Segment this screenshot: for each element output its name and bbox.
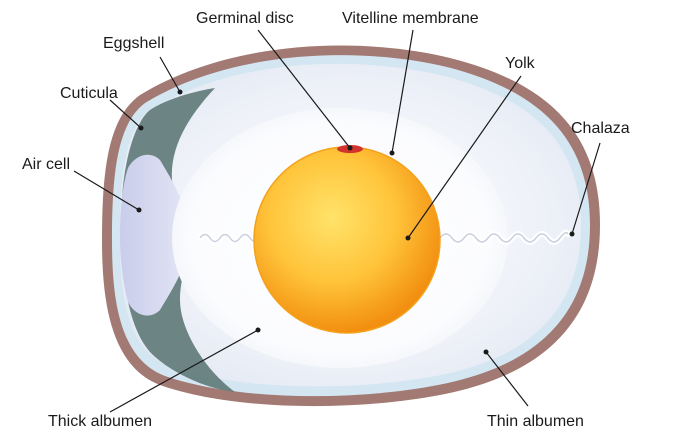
dot-thin-albumen xyxy=(483,349,489,355)
dot-thick-albumen xyxy=(255,327,261,333)
air-cell-shape xyxy=(120,154,190,316)
chalaza-right-stroke xyxy=(439,231,569,243)
dot-yolk xyxy=(405,235,411,241)
label-eggshell: Eggshell xyxy=(103,35,165,52)
leader-dots xyxy=(136,89,575,355)
yolk-shape xyxy=(254,147,440,333)
leader-vitelline-membrane xyxy=(391,29,414,154)
leader-thick-albumen xyxy=(109,329,259,413)
dot-germinal-disc xyxy=(347,145,353,151)
dot-cuticula xyxy=(138,125,144,131)
leader-yolk xyxy=(407,75,522,239)
dot-chalaza xyxy=(569,231,575,237)
label-air-cell: Air cell xyxy=(22,156,71,173)
label-vitelline-membrane: Vitelline membrane xyxy=(342,10,479,27)
leader-germinal-disc xyxy=(257,29,351,149)
leader-chalaza xyxy=(571,142,601,235)
dot-air-cell xyxy=(136,207,142,213)
label-germinal-disc: Germinal disc xyxy=(196,10,294,27)
leader-lines xyxy=(73,29,601,413)
leader-eggshell xyxy=(159,56,181,93)
dot-eggshell xyxy=(177,89,183,95)
label-cuticula: Cuticula xyxy=(60,85,118,102)
label-thin-albumen: Thin albumen xyxy=(487,413,584,430)
leader-air-cell xyxy=(73,170,140,211)
chalaza-left-stroke xyxy=(199,233,261,243)
label-chalaza: Chalaza xyxy=(571,120,630,137)
leader-thin-albumen xyxy=(485,351,529,407)
dot-vitelline-membrane xyxy=(389,150,395,156)
label-thick-albumen: Thick albumen xyxy=(48,413,153,430)
label-yolk: Yolk xyxy=(505,55,535,72)
leader-cuticula xyxy=(109,99,142,129)
